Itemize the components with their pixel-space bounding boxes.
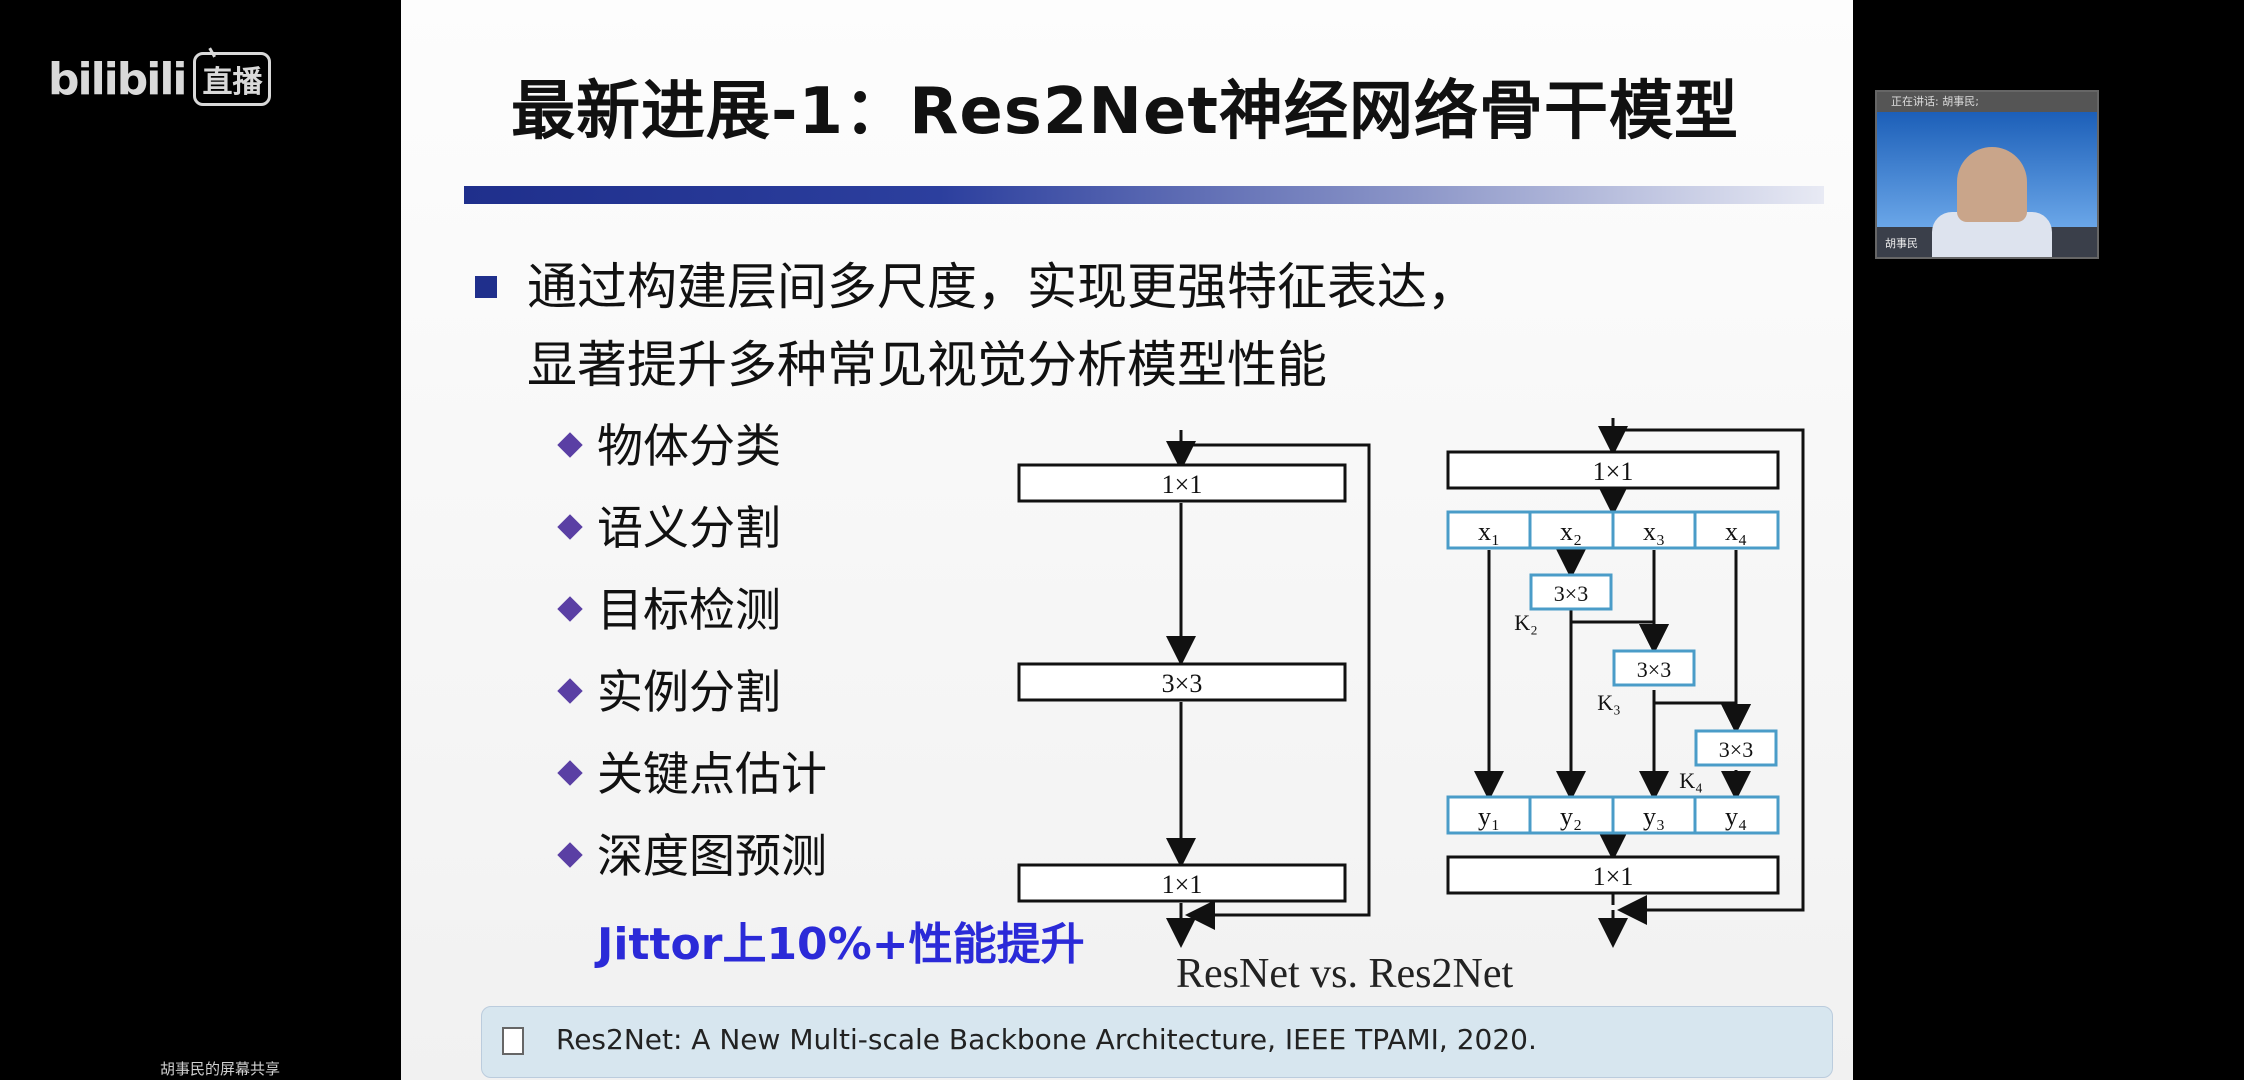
title-underline-bar	[464, 186, 1824, 204]
sub-bullet-item: 深度图预测	[557, 820, 827, 902]
main-bullet-line-2: 显著提升多种常见视觉分析模型性能	[527, 336, 1327, 394]
webcam-speaker-name: 胡事民	[1885, 237, 1918, 250]
x-label-4: x₄	[1725, 517, 1747, 546]
resnet-block-3-label: 1×1	[1162, 870, 1203, 899]
reference-box: Res2Net: A New Multi-scale Backbone Arch…	[481, 1006, 1833, 1078]
webcam-header: 正在讲话: 胡事民;	[1877, 92, 2097, 112]
y-label-4: y₄	[1725, 802, 1747, 831]
k2-label: K₂	[1514, 610, 1538, 635]
res2net-top-label: 1×1	[1593, 457, 1634, 486]
speaker-webcam[interactable]: 正在讲话: 胡事民; 胡事民	[1875, 90, 2099, 259]
sub-bullet-item: 语义分割	[557, 492, 827, 574]
slide-title: 最新进展-1：Res2Net神经网络骨干模型	[511, 75, 1739, 149]
res2net-bottom-label: 1×1	[1593, 862, 1634, 891]
speaker-face	[1957, 147, 2027, 222]
conv-label-k2: 3×3	[1554, 581, 1588, 606]
resnet-block-1-label: 1×1	[1162, 470, 1203, 499]
slide: 最新进展-1：Res2Net神经网络骨干模型 通过构建层间多尺度，实现更强特征表…	[401, 0, 1853, 1080]
y-label-3: y₃	[1643, 802, 1665, 831]
sub-bullet-item: 目标检测	[557, 574, 827, 656]
diagram-caption: ResNet vs. Res2Net	[1176, 951, 1514, 997]
x-label-2: x₂	[1560, 517, 1582, 546]
square-bullet-icon	[475, 276, 497, 298]
conv-label-k4: 3×3	[1719, 737, 1753, 762]
conv-label-k3: 3×3	[1637, 657, 1671, 682]
screen-share-label: 胡事民的屏幕共享	[160, 1060, 281, 1078]
sub-bullet-text: 目标检测	[597, 583, 781, 637]
sub-bullet-item: 物体分类	[557, 410, 827, 492]
resnet-res2net-diagram: 1×1 3×3 1×1 1×1 1×1 x₁ x₂ x₃ x₄	[1017, 418, 1805, 948]
k3-label: K₃	[1597, 690, 1621, 715]
bilibili-logo: bilibili 直播	[48, 52, 272, 106]
resnet-block-2-label: 3×3	[1162, 669, 1203, 698]
sub-bullet-text: 语义分割	[597, 501, 781, 555]
x-label-1: x₁	[1478, 517, 1500, 546]
platform-logo-text: bilibili	[48, 53, 187, 105]
main-bullet-line-1: 通过构建层间多尺度，实现更强特征表达，	[527, 258, 1477, 316]
k4-label: K₄	[1679, 768, 1703, 793]
sub-bullet-text: 关键点估计	[597, 747, 827, 801]
sub-bullet-text: 实例分割	[597, 665, 781, 719]
main-bullet: 通过构建层间多尺度，实现更强特征表达， 显著提升多种常见视觉分析模型性能	[475, 248, 1477, 404]
sub-bullet-item: 实例分割	[557, 656, 827, 738]
performance-highlight: Jittor上10%+性能提升	[597, 919, 1085, 970]
y-label-2: y₂	[1560, 802, 1582, 831]
x-label-3: x₃	[1643, 517, 1665, 546]
sub-bullet-text: 深度图预测	[597, 829, 827, 883]
document-icon	[502, 1027, 524, 1055]
reference-text: Res2Net: A New Multi-scale Backbone Arch…	[556, 1023, 1537, 1056]
sub-bullet-text: 物体分类	[597, 419, 781, 473]
sub-bullet-item: 关键点估计	[557, 738, 827, 820]
live-badge: 直播	[193, 52, 272, 106]
sub-bullet-list: 物体分类 语义分割 目标检测 实例分割 关键点估计 深度图预测	[557, 410, 827, 902]
y-label-1: y₁	[1478, 802, 1500, 831]
